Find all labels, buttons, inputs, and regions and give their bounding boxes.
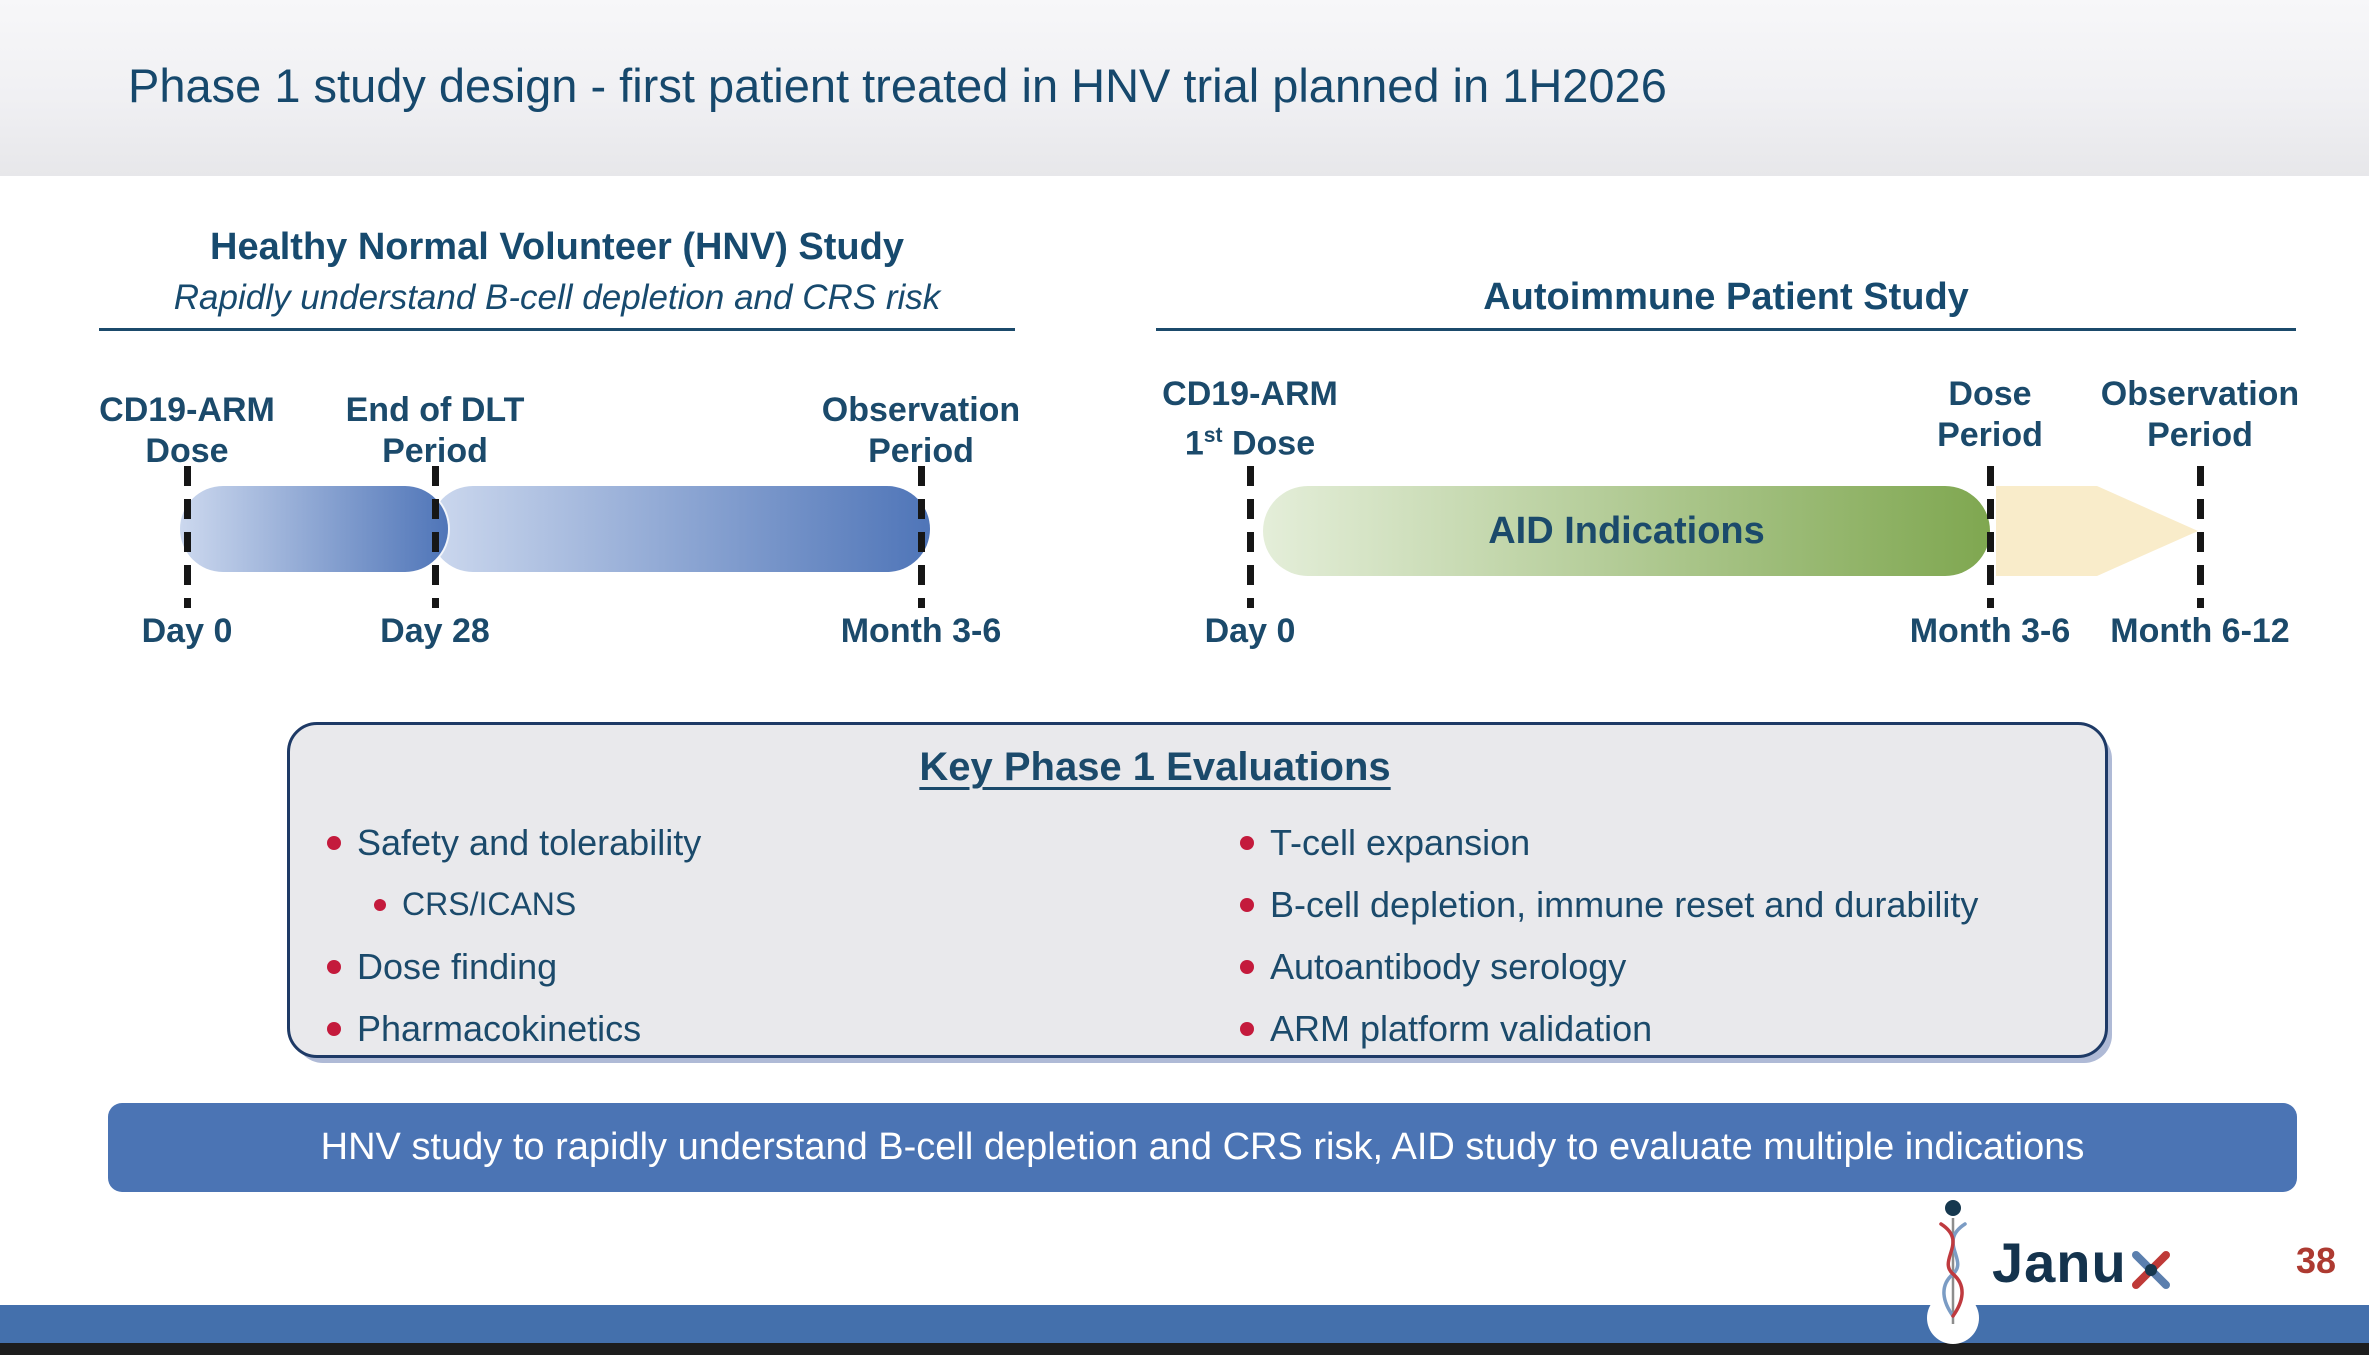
bullet-text: Safety and tolerability [357, 822, 702, 863]
aid-dashed-line-day0 [1247, 466, 1254, 608]
bullet-dot-icon [327, 836, 341, 850]
hnv-divider-line [99, 328, 1015, 331]
aid-divider-line [1156, 328, 2296, 331]
label-line: End of DLT [345, 391, 525, 429]
bullet-dot-icon [1240, 1022, 1254, 1036]
janux-caduceus-icon [1925, 1198, 1981, 1333]
bullet-text: CRS/ICANS [402, 886, 577, 922]
aid-milestone-label-observation-period: Observation Period [2101, 374, 2299, 456]
header-band: Phase 1 study design - first patient tre… [0, 0, 2369, 176]
hnv-time-day28: Day 28 [380, 612, 490, 650]
key-evaluations-box [287, 722, 2108, 1058]
bullet-item: Safety and tolerability [327, 822, 701, 864]
footer-blue-bar [0, 1305, 2369, 1343]
label-line: CD19-ARM [1162, 375, 1338, 413]
label-line: Observation [2100, 375, 2300, 413]
bullet-item-sub: CRS/ICANS [374, 886, 576, 923]
label-line: Period [868, 432, 974, 470]
janux-logo-x-icon [2131, 1250, 2170, 1289]
aid-study-title: Autoimmune Patient Study [1483, 276, 1969, 318]
bullet-text: Autoantibody serology [1270, 946, 1627, 987]
bullet-item: T-cell expansion [1240, 822, 1530, 864]
bullet-dot-icon [327, 960, 341, 974]
aid-time-day0: Day 0 [1204, 612, 1296, 650]
hnv-dashed-line-month3-6 [918, 466, 925, 608]
aid-milestone-label-first-dose: CD19-ARM 1st Dose [1162, 374, 1338, 464]
bullet-item: Dose finding [327, 946, 557, 988]
footer-dark-bar [0, 1343, 2369, 1355]
bullet-dot-icon [327, 1022, 341, 1036]
aid-indications-bar-label: AID Indications [1488, 509, 1765, 552]
aid-observation-arrow [1996, 486, 2198, 576]
label-line: CD19-ARM [99, 391, 275, 429]
hnv-observation-period-bar [430, 486, 930, 572]
bullet-dot-icon [374, 898, 386, 911]
aid-dashed-line-month3-6 [1987, 466, 1994, 608]
hnv-study-subtitle: Rapidly understand B-cell depletion and … [173, 278, 941, 317]
slide-title: Phase 1 study design - first patient tre… [128, 59, 1667, 112]
bullet-text: T-cell expansion [1270, 822, 1531, 863]
hnv-time-day0: Day 0 [141, 612, 233, 650]
page-number: 38 [2296, 1240, 2337, 1281]
bullet-text: Dose finding [357, 946, 558, 987]
hnv-dlt-period-bar [180, 486, 448, 572]
takeaway-banner: HNV study to rapidly understand B-cell d… [108, 1103, 2297, 1192]
label-line: Period [2147, 416, 2253, 454]
hnv-milestone-label-observation: Observation Period [822, 390, 1020, 472]
bullet-text: Pharmacokinetics [357, 1008, 642, 1049]
aid-time-month6-12: Month 6-12 [2110, 612, 2290, 650]
hnv-study-title: Healthy Normal Volunteer (HNV) Study [210, 226, 904, 268]
takeaway-banner-text: HNV study to rapidly understand B-cell d… [320, 1126, 2085, 1168]
aid-indications-bar: AID Indications [1263, 486, 1990, 576]
bullet-dot-icon [1240, 836, 1254, 850]
label-line: Period [1937, 416, 2043, 454]
label-line: Dose [145, 432, 229, 470]
bullet-item: Pharmacokinetics [327, 1008, 641, 1050]
hnv-dashed-line-day0 [184, 466, 191, 608]
aid-dashed-line-month6-12 [2197, 466, 2204, 608]
bullet-item: Autoantibody serology [1240, 946, 1626, 988]
label-line: 1st Dose [1184, 424, 1316, 463]
hnv-milestone-label-dlt: End of DLT Period [346, 390, 525, 472]
key-evaluations-title: Key Phase 1 Evaluations [919, 745, 1391, 789]
hnv-milestone-label-dose: CD19-ARM Dose [99, 390, 275, 472]
janux-logo: Janu [1992, 1230, 2172, 1295]
hnv-dashed-line-day28 [432, 466, 439, 608]
aid-time-month3-6: Month 3-6 [1909, 612, 2071, 650]
bullet-text: B-cell depletion, immune reset and durab… [1270, 884, 1979, 925]
bullet-dot-icon [1240, 898, 1254, 912]
hnv-time-month3-6: Month 3-6 [840, 612, 1002, 650]
label-line: Dose [1948, 375, 2032, 413]
label-line: Observation [821, 391, 1021, 429]
label-line: Period [382, 432, 488, 470]
aid-milestone-label-dose-period: Dose Period [1937, 374, 2043, 456]
bullet-dot-icon [1240, 960, 1254, 974]
bullet-text: ARM platform validation [1270, 1008, 1653, 1049]
janux-logo-text: Janu [1992, 1231, 2127, 1294]
bullet-item: ARM platform validation [1240, 1008, 1652, 1050]
bullet-item: B-cell depletion, immune reset and durab… [1240, 884, 1978, 926]
